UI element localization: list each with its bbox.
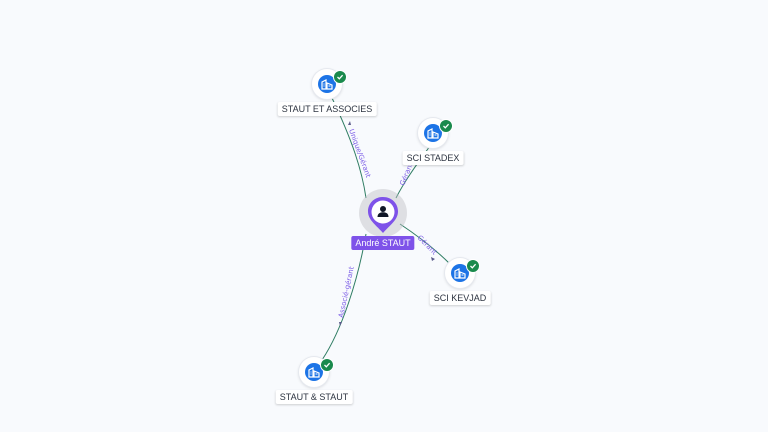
company-building-icon [424, 124, 442, 142]
edge-staut-et-staut[interactable]: Associé-gérant [321, 233, 367, 361]
company-label: SCI KEVJAD [429, 291, 491, 305]
edge-label-sci-stadex: Gérant [398, 161, 415, 187]
company-label: SCI STADEX [402, 151, 464, 165]
verified-check-icon [466, 259, 480, 273]
verified-check-icon [439, 119, 453, 133]
verified-check-icon [320, 358, 334, 372]
edge-label-staut-et-associes: Unique/Gérant [347, 128, 372, 179]
edge-arrow-icon [431, 257, 435, 261]
user-icon [368, 197, 398, 233]
edge-label-staut-et-staut: Associé-gérant [337, 266, 356, 319]
edge-arrow-icon [339, 322, 342, 326]
company-building-icon [305, 363, 323, 381]
company-label: STAUT & STAUT [275, 390, 353, 404]
person-name-label: André STAUT [351, 236, 415, 250]
edge-label-sci-kevjad: Gérant [416, 234, 439, 257]
verified-check-icon [333, 70, 347, 84]
company-building-icon [318, 75, 336, 93]
edge-arrow-icon [348, 121, 351, 125]
company-label: STAUT ET ASSOCIES [277, 102, 377, 116]
company-building-icon [451, 264, 469, 282]
